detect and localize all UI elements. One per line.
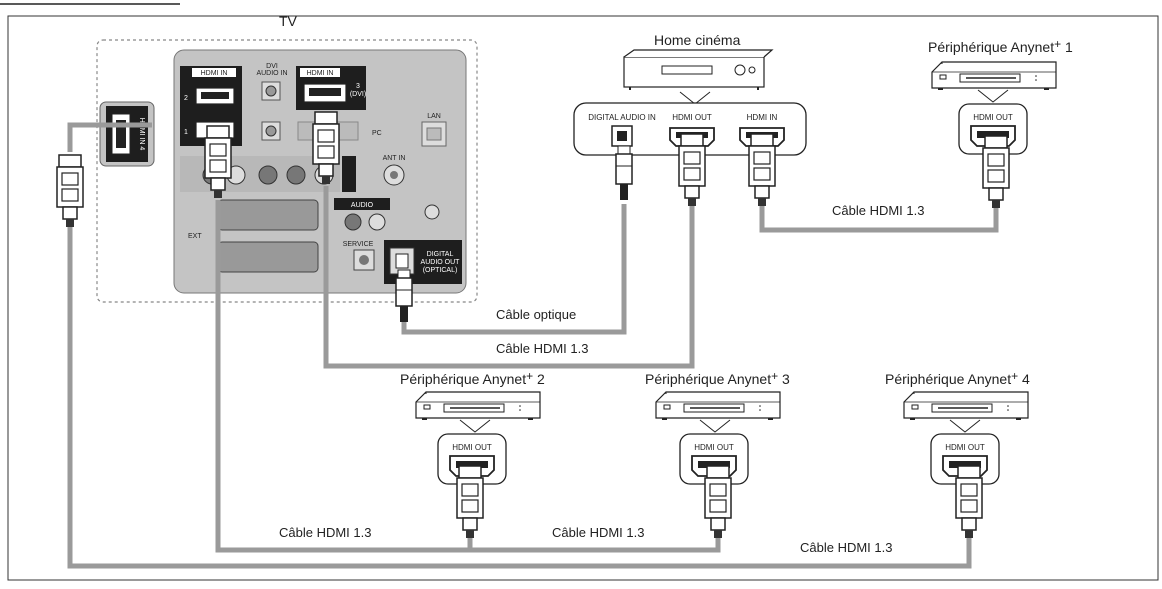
hc-hdmi-in-label: HDMI IN: [747, 113, 778, 122]
periph-2-plus: +: [526, 369, 534, 383]
tv-hdmi-3-label: 3: [356, 83, 360, 90]
periph-1-name: Périphérique Anynet: [928, 39, 1055, 55]
periph-1-pointer: [977, 89, 1009, 103]
cable-hdmi-p3-label: Câble HDMI 1.3: [552, 525, 645, 540]
plug-hc-hdmi-in: [748, 133, 776, 207]
tv-scart-2[interactable]: [217, 199, 319, 231]
tv-audio-out-label: AUDIO OUT: [421, 259, 461, 266]
hc-digital-audio-in-label: DIGITAL AUDIO IN: [588, 113, 656, 122]
tv-lan-label: LAN: [427, 113, 441, 120]
periph-3-pointer: [699, 419, 731, 433]
cable-hdmi-p4: [67, 226, 972, 569]
plug-periph-3: [704, 465, 732, 539]
periph-1-label: Périphérique Anynet+ 1: [928, 38, 1073, 54]
cable-optical-label: Câble optique: [496, 307, 577, 322]
periph-2-device: [415, 391, 541, 421]
tv-digital-label: DIGITAL: [427, 251, 454, 258]
periph-2-pointer: [459, 419, 491, 433]
cable-hdmi-hc-p1: [759, 204, 999, 233]
tv-ant-in-label: ANT IN: [383, 155, 406, 162]
tv-optical-label: (OPTICAL): [423, 267, 458, 274]
periph-1-hdmi-out-label: HDMI OUT: [973, 113, 1013, 122]
tv-audio-in-label: AUDIO IN: [256, 70, 287, 77]
cable-side-hdmi: [67, 122, 152, 152]
periph-4-plus: +: [1011, 369, 1019, 383]
tv-hdmi-4-label: HDMI IN 4: [138, 118, 145, 151]
periph-1-plus: +: [1054, 37, 1062, 51]
periph-3-name: Périphérique Anynet: [645, 371, 772, 387]
cable-optical: [401, 204, 627, 335]
plug-hc-optical: [615, 145, 633, 200]
periph-2-hdmi-out-label: HDMI OUT: [452, 443, 492, 452]
plug-tv-optical: [395, 269, 413, 322]
home-cinema-label: Home cinéma: [654, 32, 741, 48]
tv-ext-label: EXT: [188, 233, 202, 240]
periph-3-device: [655, 391, 781, 421]
tv-hdmi-in-label: HDMI IN: [201, 70, 228, 77]
cable-hdmi-p4-label: Câble HDMI 1.3: [800, 540, 893, 555]
periph-4-name: Périphérique Anynet: [885, 371, 1012, 387]
periph-3-label: Périphérique Anynet+ 3: [645, 370, 790, 386]
diagram-frame: [7, 15, 1159, 581]
plug-hc-hdmi-out: [678, 133, 706, 207]
tv-scart-1[interactable]: [217, 241, 319, 273]
cables: [67, 122, 999, 569]
periph-2-name: Périphérique Anynet: [400, 371, 527, 387]
periph-3-hdmi-out-label: HDMI OUT: [694, 443, 734, 452]
cable-hdmi-tv-hc-label: Câble HDMI 1.3: [496, 341, 589, 356]
svg-text:PC: PC: [372, 130, 382, 137]
periph-4-label: Périphérique Anynet+ 4: [885, 370, 1030, 386]
plug-periph-2: [456, 465, 484, 539]
periph-2-number: 2: [537, 371, 545, 387]
periph-4-device: [903, 391, 1029, 421]
cable-hdmi-p2-label: Câble HDMI 1.3: [279, 525, 372, 540]
tv-label: TV: [279, 13, 297, 29]
plug-tv-side: [56, 154, 84, 228]
plug-periph-1: [982, 135, 1010, 209]
periph-4-pointer: [949, 419, 981, 433]
cable-hdmi-tv-hc: [323, 186, 695, 369]
home-cinema-device: [623, 49, 774, 105]
periph-3-plus: +: [771, 369, 779, 383]
periph-2-label: Périphérique Anynet+ 2: [400, 370, 545, 386]
periph-1-device: [931, 61, 1057, 91]
periph-4-hdmi-out-label: HDMI OUT: [945, 443, 985, 452]
plug-periph-4: [955, 465, 983, 539]
tv-hdmi-in3-label: HDMI IN: [307, 70, 334, 77]
tv-hdmi-1-label: 1: [184, 129, 188, 136]
tv-dvi-label: DVI: [266, 63, 278, 70]
tv-service-label: SERVICE: [343, 241, 374, 248]
periph-3-number: 3: [782, 371, 790, 387]
periph-1-number: 1: [1065, 39, 1073, 55]
hc-hdmi-out-label: HDMI OUT: [672, 113, 712, 122]
tv-audio-label: AUDIO: [351, 202, 374, 209]
tv-hdmi-3-dvi-label: (DVI): [350, 91, 366, 98]
cable-hdmi-hc-p1-label: Câble HDMI 1.3: [832, 203, 925, 218]
periph-4-number: 4: [1022, 371, 1030, 387]
tv-hdmi-2-label: 2: [184, 95, 188, 102]
